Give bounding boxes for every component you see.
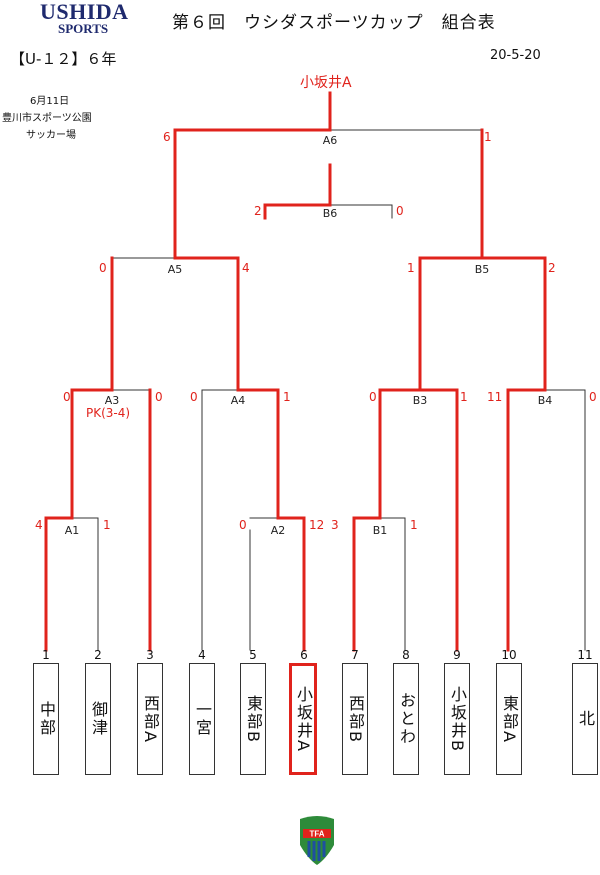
team-box-7: 西部B: [342, 663, 368, 775]
score-a3-left: 0: [63, 390, 71, 404]
score-a3-right: 0: [155, 390, 163, 404]
team-name: 東部A: [500, 694, 519, 744]
seed-3: 3: [146, 648, 154, 662]
score-a6-right: 1: [484, 130, 492, 144]
match-label-b1: B1: [372, 524, 388, 537]
line-team6: [276, 516, 306, 652]
svg-text:TFA: TFA: [309, 830, 324, 839]
logo-line2: SPORTS: [58, 21, 109, 36]
page-title: 第６回 ウシダスポーツカップ 組合表: [172, 13, 496, 33]
match-label-a1: A1: [64, 524, 80, 537]
match-label-b4: B4: [537, 394, 553, 407]
score-b6-left: 2: [254, 204, 262, 218]
team-box-3: 西部A: [137, 663, 163, 775]
match-label-b6: B6: [322, 207, 338, 220]
champion-label: 小坂井A: [300, 75, 352, 91]
ushida-sports-logo: USHIDA SPORTS: [40, 0, 130, 36]
score-b4-right: 0: [589, 390, 597, 404]
team-box-10: 東部A: [496, 663, 522, 775]
team-name: おとわ: [397, 692, 416, 746]
match-label-a3: A3: [104, 394, 120, 407]
line-b6-right: [329, 204, 393, 219]
pk-score-a3: PK(3-4): [86, 406, 131, 420]
score-b5-left: 1: [407, 261, 415, 275]
team-box-8: おとわ: [393, 663, 419, 775]
team-name: 西部A: [141, 694, 160, 744]
seed-11: 11: [577, 648, 593, 662]
date-code: 20-5-20: [490, 48, 541, 63]
line-b6-left: [263, 163, 332, 220]
tfa-logo: TFA: [300, 816, 334, 865]
score-b4-left: 11: [487, 390, 503, 404]
line-a2-winner: [236, 388, 280, 520]
field: サッカー場: [26, 130, 76, 141]
line-b3-winner: [418, 256, 484, 392]
seed-5: 5: [249, 648, 257, 662]
logo-line1: USHIDA: [40, 0, 129, 24]
score-b1-left: 3: [331, 518, 339, 532]
score-a2-right: 12: [309, 518, 325, 532]
line-team7: [352, 516, 382, 652]
venue: 豊川市スポーツ公園: [2, 113, 92, 124]
line-team10: [506, 388, 547, 652]
match-label-b5: B5: [474, 263, 490, 276]
team-name: 小坂井A: [294, 685, 313, 753]
team-box-9: 小坂井B: [444, 663, 470, 775]
team-name: 御津: [89, 701, 108, 737]
seed-9: 9: [453, 648, 461, 662]
category-label: 【U-１２】６年: [10, 50, 117, 68]
score-b3-right: 1: [460, 390, 468, 404]
match-label-a4: A4: [230, 394, 246, 407]
match-label-a5: A5: [167, 263, 183, 276]
line-a1-winner: [70, 388, 114, 520]
line-a4-winner: [173, 256, 240, 392]
team-name: 西部B: [346, 694, 365, 744]
seed-6: 6: [300, 648, 308, 662]
team-name: 東部B: [244, 694, 263, 744]
team-box-5: 東部B: [240, 663, 266, 775]
line-a2-left: [249, 517, 279, 651]
line-team9: [418, 388, 459, 652]
seed-7: 7: [351, 648, 359, 662]
match-date: 6月11日: [30, 96, 70, 107]
team-name: 小坂井B: [448, 685, 467, 753]
line-b4-winner: [480, 256, 547, 392]
team-box-6: 小坂井A: [289, 663, 317, 775]
team-name: 北: [576, 710, 595, 728]
seed-8: 8: [402, 648, 410, 662]
match-label-b3: B3: [412, 394, 428, 407]
score-a4-right: 1: [283, 390, 291, 404]
line-b1-right: [379, 517, 406, 651]
score-a2-left: 0: [239, 518, 247, 532]
team-box-2: 御津: [85, 663, 111, 775]
line-a5-winner: [173, 128, 332, 260]
line-b1-winner: [378, 388, 422, 520]
seed-10: 10: [501, 648, 517, 662]
team-box-1: 中部: [33, 663, 59, 775]
score-a5-right: 4: [242, 261, 250, 275]
score-b5-right: 2: [548, 261, 556, 275]
team-name: 中部: [37, 701, 56, 737]
score-a4-left: 0: [190, 390, 198, 404]
score-a1-left: 4: [35, 518, 43, 532]
score-b6-right: 0: [396, 204, 404, 218]
score-a1-right: 1: [103, 518, 111, 532]
team-box-4: 一宮: [189, 663, 215, 775]
score-a6-left: 6: [163, 130, 171, 144]
seed-1: 1: [42, 648, 50, 662]
score-b3-left: 0: [369, 390, 377, 404]
match-label-a6: A6: [322, 134, 338, 147]
match-label-a2: A2: [270, 524, 286, 537]
line-a1-top: [71, 517, 99, 531]
team-name: 一宮: [193, 701, 212, 737]
score-b1-right: 1: [410, 518, 418, 532]
line-team1: [44, 516, 74, 652]
seed-2: 2: [94, 648, 102, 662]
team-box-11: 北: [572, 663, 598, 775]
score-a5-left: 0: [99, 261, 107, 275]
seed-4: 4: [198, 648, 206, 662]
